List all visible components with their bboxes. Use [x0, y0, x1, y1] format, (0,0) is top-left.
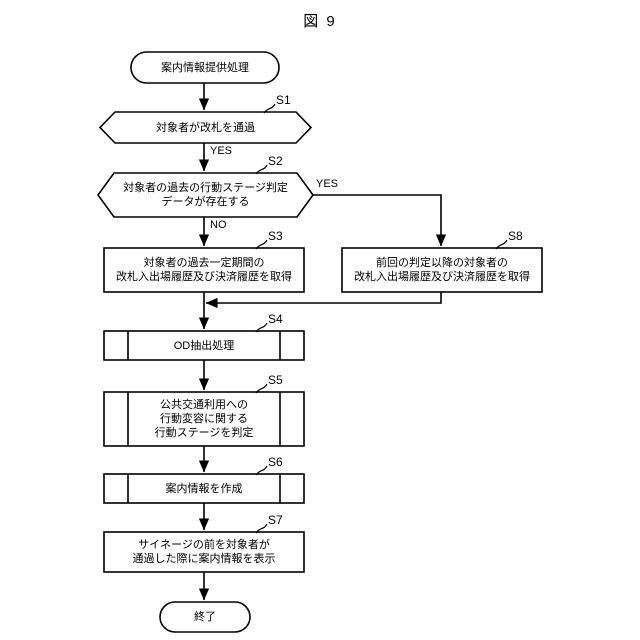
node-s8-shape — [341, 247, 543, 293]
node-s5-shape — [103, 391, 305, 447]
node-s4-shape — [103, 330, 305, 361]
leader-line-s8 — [495, 239, 508, 250]
leader-line-s2 — [255, 164, 268, 175]
step-label-s5: S5 — [268, 373, 283, 387]
step-label-s6: S6 — [268, 455, 283, 469]
step-label-s2: S2 — [268, 154, 283, 168]
leader-line-s1 — [263, 103, 276, 114]
leader-line-s4 — [255, 322, 268, 333]
node-s2-shape — [97, 172, 314, 218]
step-label-s4: S4 — [268, 312, 283, 326]
step-label-s8: S8 — [508, 229, 523, 243]
node-s7-shape — [103, 531, 305, 573]
leader-line-s5 — [255, 383, 268, 394]
edge-label-s2-yes: YES — [316, 178, 339, 190]
node-s1-shape — [98, 111, 313, 144]
step-label-s1: S1 — [276, 93, 291, 107]
leader-line-s6 — [255, 465, 268, 476]
edge-label-s1-yes: YES — [210, 145, 233, 157]
edge-s8-to-merge — [205, 292, 442, 309]
figure-title: 図 9 — [303, 13, 337, 30]
node-s6-shape — [103, 473, 305, 504]
node-start-shape — [130, 51, 280, 84]
edge-s2-yes-to-s8 — [313, 194, 447, 247]
leader-line-s7 — [255, 523, 268, 534]
leader-line-s3 — [255, 239, 268, 250]
edge-label-s2-no: NO — [210, 219, 227, 231]
node-end-shape — [159, 601, 251, 633]
step-label-s3: S3 — [268, 229, 283, 243]
step-label-s7: S7 — [268, 513, 283, 527]
node-s3-shape — [103, 247, 305, 293]
